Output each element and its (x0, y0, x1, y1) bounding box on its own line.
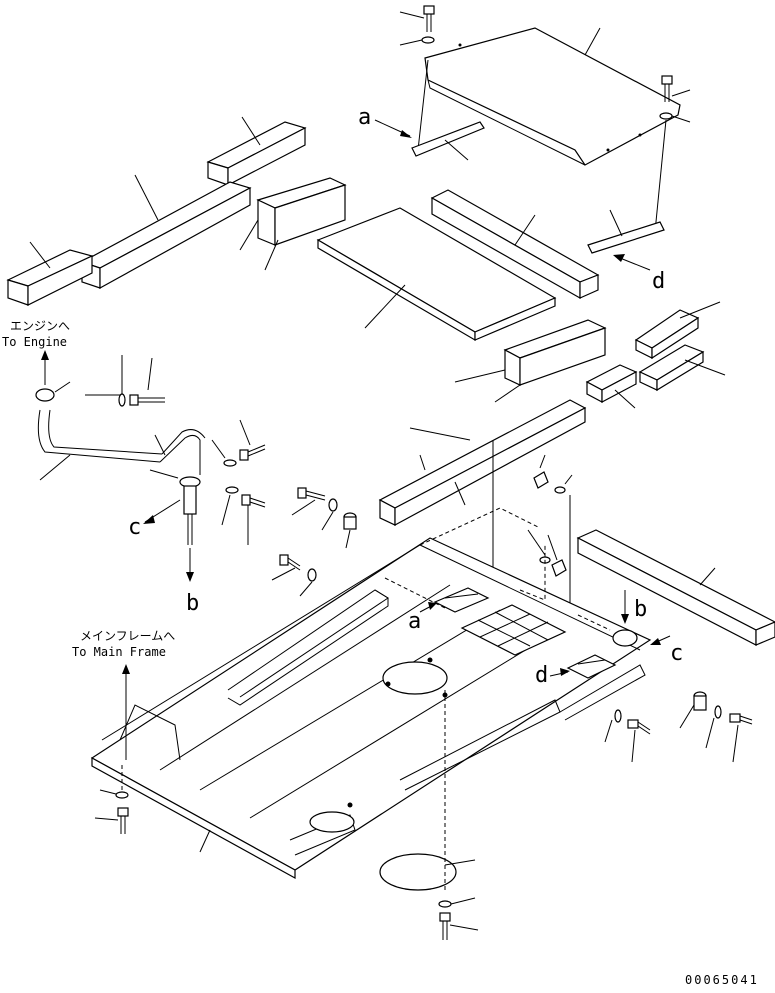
bracket-a-top (411, 121, 485, 161)
bolt-right-2 (705, 705, 753, 763)
insulation-block-long-floor-right (576, 529, 775, 646)
callout-d-floor: d (535, 663, 548, 688)
label-to-engine-en: To Engine (2, 335, 67, 349)
label-to-main-frame-en: To Main Frame (72, 645, 166, 659)
label-to-engine-jp: エンジンへ (10, 319, 70, 333)
callout-c-left: c (128, 515, 141, 540)
insulation-notched-right (454, 319, 607, 403)
insulation-block-long-left (80, 174, 252, 290)
spacer-right (679, 691, 707, 729)
insulation-block-end-left (6, 241, 94, 306)
top-cover-plate (424, 27, 681, 166)
callout-c-floor: c (670, 641, 683, 666)
bottom-cover-disc (379, 853, 476, 891)
spacer-collar (343, 512, 357, 549)
insulation-notched-left-a (239, 177, 347, 271)
bolt-pipe-1 (118, 355, 165, 407)
pipe-fitting (149, 469, 201, 545)
callout-a-floor: a (408, 609, 421, 634)
label-to-main-frame-jp: メインフレームへ (80, 629, 175, 643)
insulation-block-long-right (430, 189, 600, 300)
drain-pipe (37, 394, 206, 481)
callout-b-floor: b (634, 597, 647, 622)
floor-grille-d (566, 654, 617, 679)
bolt-bottom-left (94, 765, 211, 853)
center-panel (316, 207, 557, 342)
insulation-block-small-top (206, 116, 307, 186)
hose-clamp (35, 381, 71, 402)
bolt-top-right (659, 75, 691, 123)
bolt-pipe-3 (221, 486, 266, 545)
insulation-block-small-right-b (638, 344, 726, 392)
floor-plate-assembly (90, 537, 652, 880)
bolt-top-left (399, 5, 435, 46)
bolt-floor-1 (291, 487, 338, 531)
callout-d-top: d (652, 269, 665, 294)
insulation-block-mid (585, 364, 638, 409)
callout-a-top: a (358, 105, 371, 130)
insulation-block-long-lower (378, 399, 587, 527)
bolt-floor-2 (271, 554, 317, 597)
bolt-bottom-center (438, 897, 479, 940)
floor-grille-center (460, 604, 567, 656)
callout-b-left: b (186, 591, 199, 616)
insulation-block-small-right-a (634, 301, 721, 360)
bracket-d-top (587, 209, 665, 254)
bolt-pipe-2 (211, 419, 266, 467)
bolt-right-1 (604, 709, 651, 763)
nut-floor-right (527, 454, 573, 610)
drawing-number: 00065041 (685, 973, 759, 987)
floor-grille-a (433, 587, 490, 613)
